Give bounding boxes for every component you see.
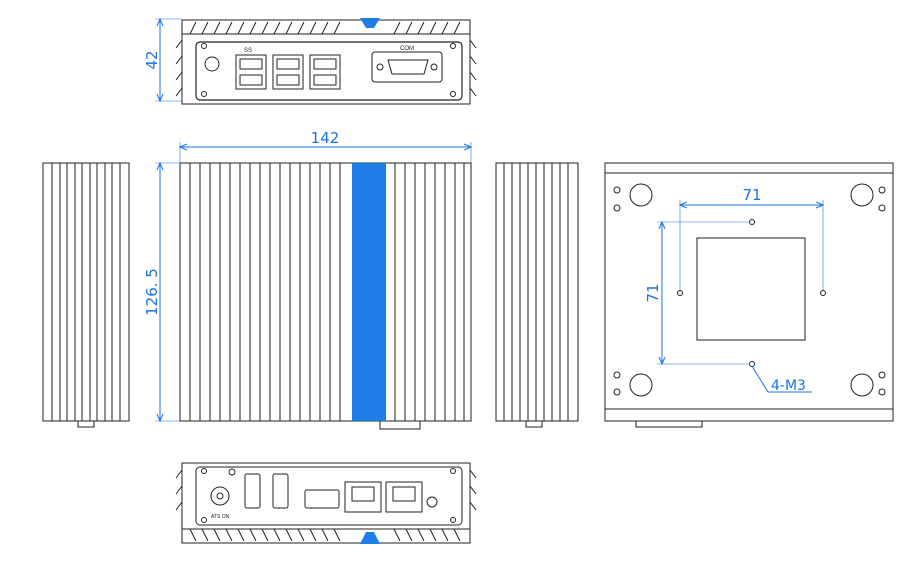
dim-front-height: 42: [143, 50, 161, 69]
display-port: [304, 489, 340, 509]
front-panel-view: SS COM 42: [143, 18, 477, 105]
usb3-label: SS: [244, 48, 252, 54]
left-side-view: [42, 162, 130, 428]
dim-top-width: 142: [311, 129, 340, 147]
front-panel-body: [195, 41, 463, 101]
usb-ports: [235, 54, 341, 90]
audio-jack-icon: [426, 496, 438, 508]
ats-on-label: ATS ON: [211, 514, 230, 520]
dim-mount-y: 71: [644, 283, 662, 302]
hdmi-port-1: [244, 473, 261, 509]
com-port: [371, 51, 443, 83]
right-side-view: [495, 162, 579, 428]
bottom-view: 71 71 4-M3: [604, 162, 894, 428]
top-heatsink-blue-band: [352, 163, 386, 421]
dim-screw-spec: 4-M3: [771, 378, 806, 394]
rear-panel-view: ATS ON: [175, 462, 477, 544]
top-view: 142 126. 5: [143, 129, 471, 430]
front-blue-strip: [360, 18, 380, 28]
lan-port-1: [344, 481, 382, 513]
dim-mount-x: 71: [742, 186, 761, 204]
front-fins-top: [175, 19, 477, 97]
rear-blue-strip: [360, 532, 380, 544]
power-button-icon: [204, 56, 220, 72]
com-label: COM: [400, 46, 414, 52]
lan-port-2: [385, 481, 423, 513]
dim-top-depth: 126. 5: [143, 268, 161, 316]
hdmi-port-2: [272, 473, 289, 509]
dc-jack-icon: [210, 486, 230, 506]
